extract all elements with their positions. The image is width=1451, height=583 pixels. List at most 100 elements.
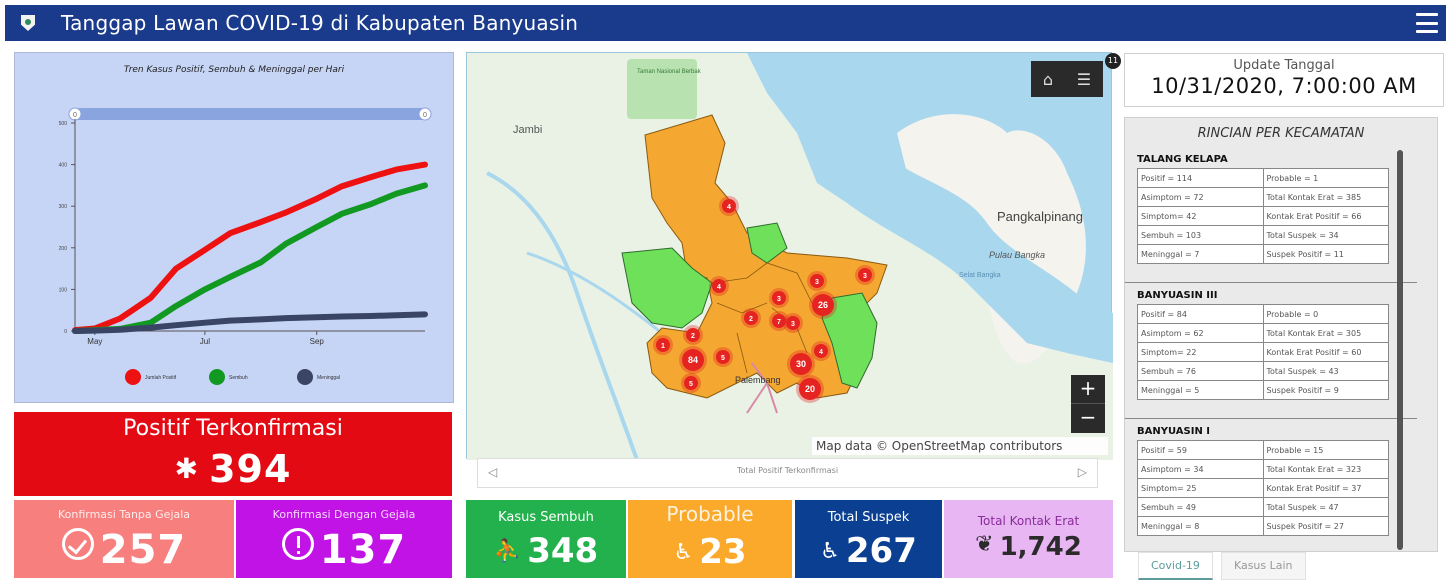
x-tick-label: Jul [200,337,210,346]
cluster-count: 4 [819,349,823,356]
regency-logo-icon [21,15,35,31]
suspek-label: Total Suspek [827,510,910,525]
tanpa-gejala-card: Konfirmasi Tanpa Gejala 257 [14,500,234,578]
people-icon: ♿ [673,540,694,565]
positif-label: Positif Terkonfirmasi [123,416,343,441]
map-label-city: Palembang [735,375,781,385]
kecamatan-name: TALANG KELAPA [1137,154,1228,165]
kontak-label: Total Kontak Erat [977,514,1080,528]
cluster-marker[interactable] [812,294,834,316]
region-green[interactable] [621,247,713,329]
cluster-count: 2 [749,316,753,323]
positif-terkonfirmasi-card: Positif Terkonfirmasi ✱ 394 [14,412,452,496]
zoom-in-button[interactable]: + [1071,375,1105,404]
district-boundary [711,262,813,374]
x-tick-label: May [87,337,102,346]
national-park-area [627,59,697,119]
table-cell: Asimptom = 72 [1137,187,1264,207]
dengan-gejala-value: 137 [319,527,407,573]
table-cell: Positif = 114 [1137,168,1264,188]
home-icon[interactable]: ⌂ [1042,69,1054,89]
next-arrow-icon[interactable]: ▷ [1077,465,1087,479]
update-card: Update Tanggal 10/31/2020, 7:00:00 AM [1124,53,1444,107]
hamburger-menu-icon[interactable] [1416,13,1438,33]
cluster-marker[interactable] [799,378,821,400]
y-tick-label: 300 [59,204,68,210]
legend-swatch[interactable] [125,369,141,385]
probable-label: Probable [666,502,754,526]
region-green[interactable] [821,292,878,389]
table-cell: Simptom= 25 [1137,478,1264,498]
map-label-jambi: Jambi [513,124,542,136]
series-line-0[interactable] [72,161,428,334]
cluster-marker[interactable] [686,328,700,342]
legend-label: Jumlah Positif [145,375,177,381]
chart-title: Tren Kasus Positif, Sembuh & Meninggal p… [123,65,345,75]
cluster-marker[interactable] [810,274,824,288]
cluster-marker[interactable] [722,199,736,213]
cluster-marker[interactable] [790,353,812,375]
list-icon[interactable]: ☰ [1076,69,1092,89]
table-cell: Suspek Positif = 9 [1262,380,1389,400]
series-line-1[interactable] [72,182,428,334]
legend-swatch[interactable] [209,369,225,385]
map-label-park: Taman Nasional Berbak [637,69,702,75]
river [486,171,639,461]
alert-circle-icon [281,528,314,560]
cluster-marker[interactable] [744,311,758,325]
table-cell: Positif = 59 [1137,440,1264,460]
cluster-count: 30 [796,359,806,369]
tanpa-gejala-label: Konfirmasi Tanpa Gejala [57,508,191,521]
cluster-marker[interactable] [814,344,828,358]
table-cell: Asimptom = 62 [1137,323,1264,343]
cluster-marker[interactable] [772,314,786,328]
table-cell: Total Kontak Erat = 305 [1262,323,1389,343]
cluster-marker[interactable] [786,316,800,330]
rincian-scrollbar[interactable] [1397,150,1403,550]
rincian-title: RINCIAN PER KECAMATAN [1197,126,1365,141]
map-count-badge: 11 [1105,53,1121,69]
range-slider-end-label: 0 [423,112,427,119]
cluster-count: 2 [691,333,695,340]
zoom-out-button[interactable]: − [1079,405,1097,429]
table-cell: Probable = 1 [1262,168,1389,188]
table-cell: Probable = 0 [1262,304,1389,324]
cluster-marker[interactable] [858,268,872,282]
virus-icon: ✱ [174,452,200,485]
tab-covid-19[interactable]: Covid-19 [1138,552,1213,580]
region-green[interactable] [746,222,788,264]
cluster-marker[interactable] [772,291,786,305]
legend-swatch[interactable] [297,369,313,385]
range-slider-handle-end[interactable] [418,107,432,121]
series-line-2[interactable] [72,311,428,334]
cluster-count: 84 [688,355,698,365]
positif-value: 394 [209,447,292,491]
cluster-marker[interactable] [682,349,704,371]
range-slider-track[interactable] [75,108,425,120]
cluster-marker[interactable] [656,338,670,352]
y-tick-label: 500 [59,121,68,127]
table-cell: Asimptom = 34 [1137,459,1264,479]
cluster-marker[interactable] [684,376,698,390]
page-title: Tanggap Lawan COVID-19 di Kabupaten Bany… [61,11,579,35]
cluster-marker[interactable] [712,279,726,293]
map-label-pangkalpinang: Pangkalpinang [997,209,1083,224]
cluster-marker[interactable] [716,350,730,364]
prev-arrow-icon[interactable]: ◁ [488,465,498,479]
table-cell: Meninggal = 8 [1137,516,1264,536]
rincian-panel[interactable]: RINCIAN PER KECAMATAN TALANG KELAPA Posit… [1124,117,1438,552]
update-label: Update Tanggal [1233,58,1335,73]
tab-kasus-lain[interactable]: Kasus Lain [1220,552,1306,580]
pager-label: Total Positif Terkonfirmasi [736,466,839,475]
